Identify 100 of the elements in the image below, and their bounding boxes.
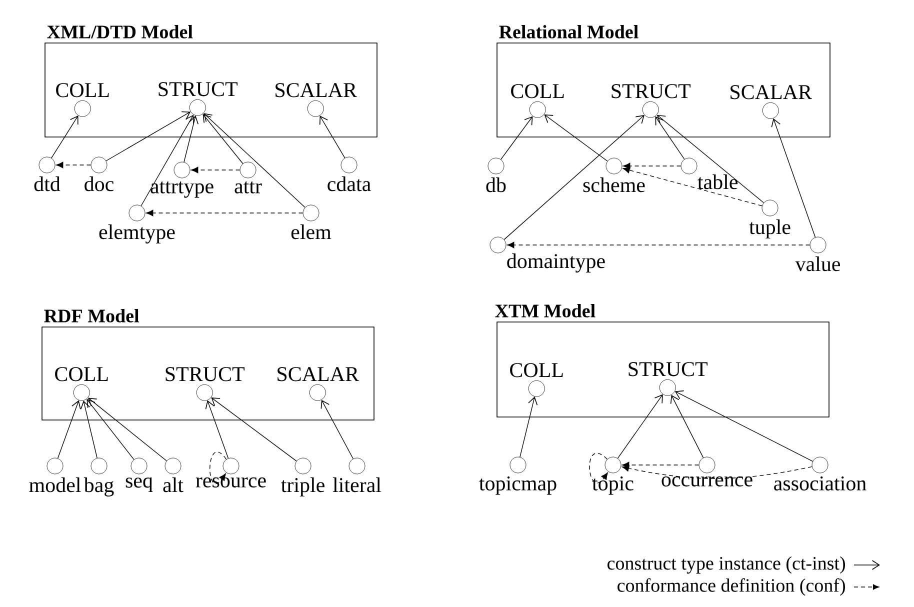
node-label: elemtype bbox=[99, 224, 175, 244]
node-label: STRUCT bbox=[628, 362, 708, 376]
circle-node: literal bbox=[332, 458, 382, 492]
arrow bbox=[617, 394, 663, 459]
arrow bbox=[191, 166, 240, 174]
node-label: triple bbox=[281, 477, 324, 496]
node-label: XTM Model bbox=[495, 304, 596, 318]
circle-node: COLL bbox=[510, 363, 563, 397]
arrow bbox=[184, 116, 198, 162]
circle-node: STRUCT bbox=[166, 367, 245, 401]
circle-node: db bbox=[486, 158, 506, 192]
node-label: elem bbox=[291, 224, 332, 240]
arrow bbox=[80, 400, 98, 458]
node-label: COLL bbox=[511, 84, 564, 98]
circle-node: attr bbox=[234, 162, 262, 194]
node-label: value bbox=[795, 256, 840, 272]
arrow bbox=[56, 162, 92, 168]
circle-node: SCALAR bbox=[276, 83, 357, 117]
node-label: SCALAR bbox=[276, 83, 357, 98]
node-label: tuple bbox=[749, 219, 790, 238]
circle-node: elem bbox=[291, 204, 332, 240]
circle-node: elemtype bbox=[99, 204, 175, 244]
arrow bbox=[622, 465, 812, 479]
circle-node: COLL bbox=[511, 84, 564, 118]
arrow bbox=[622, 167, 762, 206]
node-label: table bbox=[698, 174, 738, 190]
node-label: association bbox=[774, 476, 866, 490]
circle-node: scheme bbox=[583, 158, 645, 192]
node-label: STRUCT bbox=[158, 82, 238, 96]
circle-node: value bbox=[795, 236, 840, 272]
node-label: db bbox=[486, 177, 506, 192]
arrow bbox=[504, 115, 644, 240]
arrow bbox=[140, 114, 194, 206]
circle-node: dtd bbox=[34, 156, 60, 192]
legend-label: construct type instance (ct-inst) bbox=[608, 556, 845, 574]
circle-node: COLL bbox=[56, 83, 109, 117]
node-label: SCALAR bbox=[278, 367, 359, 382]
node-label: attr bbox=[234, 181, 262, 194]
circle-node: association bbox=[774, 456, 866, 490]
arrow bbox=[204, 113, 306, 208]
node-label: RDF Model bbox=[44, 309, 139, 322]
circle-node: doc bbox=[84, 156, 114, 192]
node-label: domaintype bbox=[507, 253, 605, 273]
arrow bbox=[670, 394, 704, 458]
arrow bbox=[507, 242, 810, 248]
circle-node: seq bbox=[126, 458, 153, 492]
arrow bbox=[57, 400, 81, 459]
node-label: topicmap bbox=[479, 476, 556, 495]
arrow bbox=[655, 116, 685, 160]
arrow bbox=[674, 390, 814, 462]
node-label: topic bbox=[592, 476, 634, 495]
node-label: dtd bbox=[34, 176, 60, 192]
circle-node: topicmap bbox=[479, 456, 556, 495]
circle-node: tuple bbox=[749, 200, 790, 238]
node-label: COLL bbox=[510, 363, 563, 378]
circle-node: triple bbox=[281, 458, 324, 496]
node-label: resource bbox=[196, 477, 266, 488]
arrow bbox=[771, 118, 816, 238]
arrow bbox=[106, 111, 191, 162]
circle-node: bag bbox=[84, 458, 114, 496]
node-label: COLL bbox=[55, 367, 108, 382]
arrow bbox=[210, 452, 227, 484]
arrow bbox=[544, 114, 608, 162]
node-label: STRUCT bbox=[166, 367, 245, 382]
circle-node: STRUCT bbox=[628, 362, 708, 396]
circle-node: domaintype bbox=[490, 236, 605, 272]
node-label: doc bbox=[84, 176, 114, 192]
node-label: SCALAR bbox=[730, 85, 812, 100]
node-label: alt bbox=[163, 477, 184, 492]
arrow bbox=[146, 210, 304, 216]
arrow bbox=[589, 452, 608, 484]
node-label: STRUCT bbox=[612, 84, 691, 98]
node-label: literal bbox=[332, 477, 382, 492]
node-label: Relational Model bbox=[499, 25, 638, 38]
node-label: occurrence bbox=[662, 476, 752, 486]
arrow bbox=[520, 396, 538, 458]
circle-node: SCALAR bbox=[730, 85, 812, 119]
circle-node: attrtype bbox=[150, 162, 214, 198]
circle-node: model bbox=[29, 458, 81, 492]
circle-node: occurrence bbox=[662, 456, 752, 486]
circle-node: table bbox=[680, 158, 738, 190]
arrow bbox=[86, 399, 134, 460]
circle-node: cdata bbox=[328, 156, 371, 192]
arrow bbox=[205, 400, 229, 459]
arrow bbox=[623, 162, 682, 170]
arrow bbox=[51, 116, 78, 158]
circle-node: alt bbox=[163, 458, 184, 492]
arrow bbox=[88, 398, 167, 462]
node-label: cdata bbox=[328, 176, 371, 192]
circle-node: COLL bbox=[55, 367, 108, 401]
node-label: seq bbox=[126, 477, 153, 492]
arrow bbox=[202, 114, 244, 164]
node-label: attrtype bbox=[150, 181, 214, 198]
arrow bbox=[319, 116, 346, 158]
arrow bbox=[211, 398, 297, 462]
legend-label: conformance definition (conf) bbox=[618, 578, 845, 596]
node-label: XML/DTD Model bbox=[47, 25, 193, 38]
arrow bbox=[320, 400, 354, 460]
circle-node: topic bbox=[592, 456, 634, 495]
node-label: model bbox=[29, 477, 81, 492]
